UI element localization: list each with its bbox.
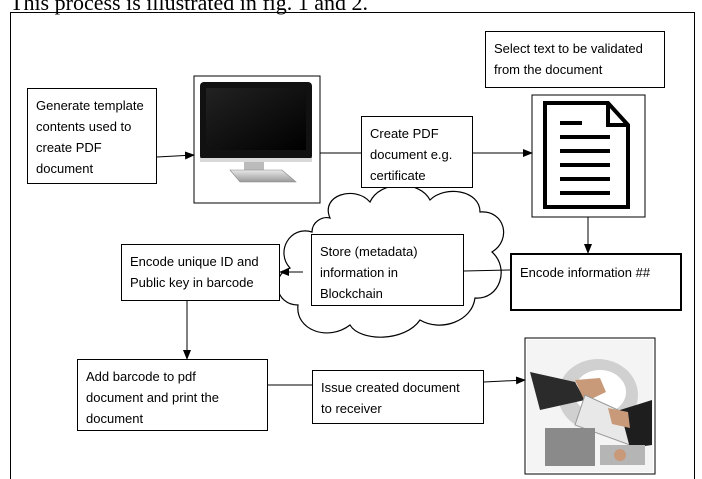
encode-information-box: Encode information ## [510, 253, 682, 311]
select-text-box: Select text to be validated from the doc… [485, 31, 665, 88]
add-barcode-box: Add barcode to pdf document and print th… [77, 359, 268, 431]
store-metadata-box: Store (metadata) information in Blockcha… [311, 234, 464, 306]
document-icon [543, 101, 630, 209]
computer-monitor-icon [200, 82, 312, 183]
encode-unique-id-box: Encode unique ID and Public key in barco… [121, 244, 280, 301]
generate-template-box: Generate template contents used to creat… [27, 88, 157, 184]
figure-frame [10, 12, 695, 479]
create-pdf-box: Create PDF document e.g. certificate [361, 116, 473, 188]
caption: This process is illustrated in fig. 1 an… [10, 0, 369, 15]
issue-document-box: Issue created document to receiver [312, 370, 484, 424]
document-handover-photo-icon [527, 340, 653, 472]
